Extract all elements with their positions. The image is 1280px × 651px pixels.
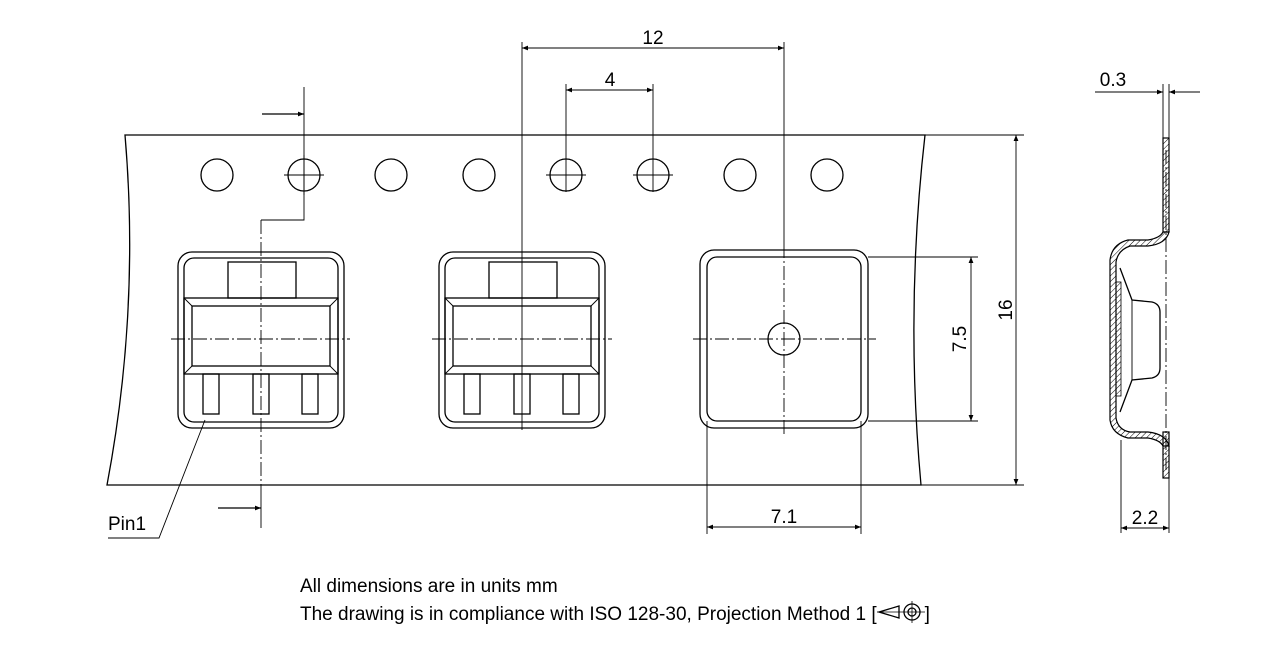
units-note: All dimensions are in units mm xyxy=(300,576,558,597)
dimension-12-label: 12 xyxy=(642,28,663,49)
dimension-7-5: 7.5 xyxy=(868,256,978,422)
dimension-7-1-label: 7.1 xyxy=(771,507,797,528)
iso-compliance-text: The drawing is in compliance with ISO 12… xyxy=(300,604,877,626)
center-lines xyxy=(171,220,876,486)
iso-compliance-note: The drawing is in compliance with ISO 12… xyxy=(300,601,930,629)
pin1-reference-line xyxy=(261,87,305,221)
hole-centerlines xyxy=(284,155,673,195)
dimension-2-2-label: 2.2 xyxy=(1132,508,1158,529)
iso-compliance-close: ] xyxy=(924,604,930,626)
pin1-leader xyxy=(108,419,206,539)
first-angle-projection-icon xyxy=(876,601,925,629)
pocket-1 xyxy=(177,251,345,429)
dimension-0-3-label: 0.3 xyxy=(1100,70,1126,91)
dimension-4: 4 xyxy=(565,70,654,192)
tape-outline xyxy=(106,134,926,486)
dimension-0-3: 0.3 xyxy=(1095,70,1200,138)
side-section-view xyxy=(1109,137,1170,479)
pin1-label: Pin1 xyxy=(108,514,146,535)
dimension-4-label: 4 xyxy=(605,70,616,91)
dimension-7-1: 7.1 xyxy=(706,421,862,534)
dimension-2-2: 2.2 xyxy=(1120,440,1170,533)
dimension-16-label: 16 xyxy=(996,299,1017,320)
dimension-12: 12 xyxy=(521,28,785,430)
dimension-7-5-label: 7.5 xyxy=(950,326,971,352)
dimension-16: 16 xyxy=(921,134,1024,486)
